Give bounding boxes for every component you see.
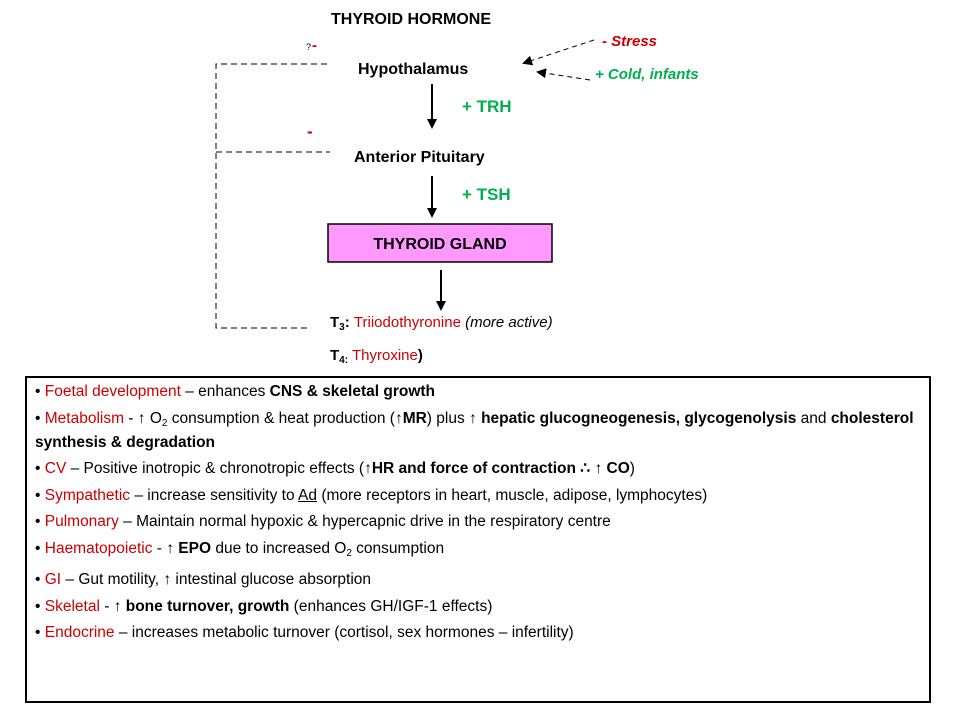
bullet: • — [35, 597, 41, 615]
negative-feedback-loop — [215, 63, 330, 329]
effect-category: Endocrine — [44, 624, 115, 641]
up-arrow-icon: ↑ — [594, 460, 603, 477]
bullet: • — [35, 513, 41, 530]
feedback-query-mark: ? — [306, 42, 311, 52]
up-arrow-icon: ↑ — [364, 460, 372, 477]
effect-pulmonary: • Pulmonary – Maintain normal hypoxic & … — [35, 513, 611, 530]
feedback-hypothalamus-sign: - — [312, 37, 317, 54]
effect-category: Skeletal — [44, 597, 100, 615]
effect-gi: • GI – Gut motility, ↑ intestinal glucos… — [35, 571, 371, 588]
cold-label: + Cold, infants — [595, 66, 699, 83]
bullet: • — [35, 460, 41, 477]
effect-category: Haematopoietic — [44, 539, 153, 557]
effect-category: Metabolism — [44, 409, 124, 427]
cold-arrow — [536, 68, 591, 81]
up-arrow-icon: ↑ — [166, 539, 174, 557]
effect-skeletal: • Skeletal - ↑ bone turnover, growth (en… — [35, 597, 493, 615]
effect-haematopoietic: • Haematopoietic - ↑ EPO due to increase… — [35, 539, 445, 559]
effect-cv: • CV – Positive inotropic & chronotropic… — [35, 460, 635, 477]
thyroid-gland-label: THYROID GLAND — [373, 236, 506, 253]
anterior-pituitary-label: Anterior Pituitary — [354, 149, 485, 166]
diagram-title: THYROID HORMONE — [331, 11, 491, 28]
t4-line: T4: Thyroxine) — [330, 347, 423, 366]
effect-category: GI — [44, 571, 62, 588]
thyroid-gland-box — [327, 223, 553, 263]
bullet: • — [35, 383, 41, 400]
effect-endocrine: • Endocrine – increases metabolic turnov… — [35, 624, 574, 641]
effect-category: Foetal development — [44, 383, 181, 400]
up-arrow-icon: ↑ — [113, 597, 122, 615]
bullet: • — [35, 571, 41, 588]
stress-arrow — [522, 39, 595, 66]
feedback-pituitary-sign: - — [307, 122, 313, 141]
effect-foetal: • Foetal development – enhances CNS & sk… — [35, 383, 436, 400]
trh-label: + TRH — [462, 97, 512, 116]
bullet: • — [35, 624, 41, 641]
up-arrow-icon: ↑ — [469, 409, 477, 427]
up-arrow-icon: ↑ — [394, 409, 403, 427]
effects-box: • Foetal development – enhances CNS & sk… — [25, 376, 931, 703]
up-arrow-icon: ↑ — [163, 571, 172, 588]
t3-line: T3: Triiodothyronine (more active) — [330, 314, 553, 333]
bullet: • — [35, 486, 41, 504]
effect-category: Pulmonary — [44, 513, 119, 530]
therefore-icon: ∴ — [580, 460, 591, 477]
effect-sympathetic: • Sympathetic – increase sensitivity to … — [35, 486, 708, 504]
hypothalamus-label: Hypothalamus — [358, 61, 468, 78]
effect-category: Sympathetic — [44, 486, 131, 504]
up-arrow-icon: ↑ — [137, 409, 146, 427]
bullet: • — [35, 409, 41, 427]
bullet: • — [35, 539, 41, 557]
effect-category: CV — [44, 460, 67, 477]
effect-metabolism: • Metabolism - ↑ O2 consumption & heat p… — [35, 409, 914, 451]
stress-label: - Stress — [602, 33, 657, 50]
tsh-label: + TSH — [462, 185, 511, 204]
